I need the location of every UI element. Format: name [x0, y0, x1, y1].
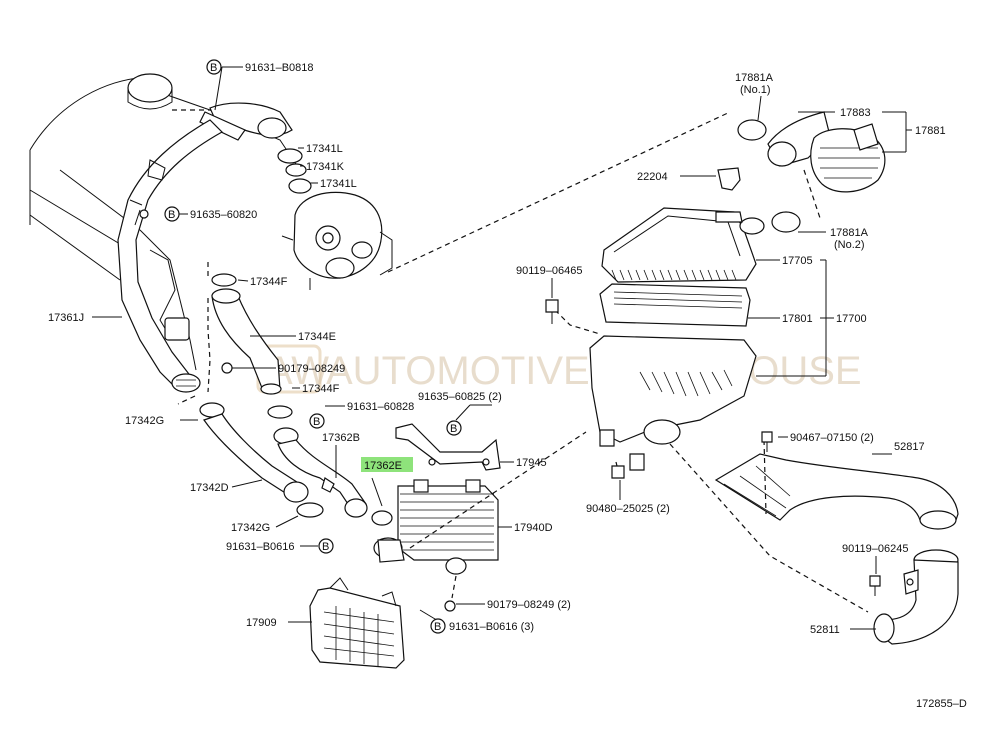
flow-meter-assembly	[717, 111, 886, 233]
dashed-leader-intercooler-to-case	[409, 431, 587, 549]
label-52817[interactable]: 52817	[894, 441, 925, 453]
leader-lines	[92, 66, 912, 630]
label-91635-60820[interactable]: 91635–60820	[190, 209, 257, 221]
label-91631-b0818[interactable]: 91631–B0818	[245, 62, 314, 74]
label-90179-08249[interactable]: 90179–08249	[278, 363, 345, 375]
bolt-b-symbol: B	[206, 59, 222, 75]
svg-text:B: B	[322, 541, 329, 553]
label-90179-08249-2[interactable]: 90179–08249 (2)	[487, 599, 571, 611]
label-17940d[interactable]: 17940D	[514, 522, 553, 534]
label-17344f-bottom[interactable]: 17344F	[302, 383, 340, 395]
label-17341l-bottom[interactable]: 17341L	[320, 178, 357, 190]
diagram-code: 172855–D	[916, 698, 967, 710]
label-17881a-no1-sub: (No.1)	[740, 84, 771, 96]
hose-17342d	[199, 402, 324, 518]
watermark: AW AUTOMOTIVE WAREHOUSE	[256, 344, 862, 394]
part-labels: 91631–B0818 17341L 17341K 17341L 91635–6…	[48, 62, 967, 710]
hose-17344e	[211, 273, 293, 419]
elbow-52811	[873, 549, 959, 645]
label-17881a-no2[interactable]: 17881A	[830, 227, 869, 239]
svg-text:B: B	[450, 423, 457, 435]
label-17362b[interactable]: 17362B	[322, 432, 360, 444]
intake-pipe-upper	[199, 102, 312, 194]
svg-text:B: B	[210, 62, 217, 74]
bolt-b-symbols: B B B B B B	[164, 59, 462, 634]
dashed-leader-left	[207, 262, 211, 393]
air-duct-17909	[309, 577, 405, 669]
label-17342d[interactable]: 17342D	[190, 482, 229, 494]
turbocharger-drawing	[281, 191, 393, 290]
label-17909[interactable]: 17909	[246, 617, 277, 629]
highlight-17362e	[361, 457, 413, 472]
bracket-17945	[395, 423, 501, 471]
intercooler-17940d	[373, 479, 499, 599]
label-17881a-no2-sub: (No.2)	[834, 239, 865, 251]
bolt-b-symbol: B	[309, 413, 325, 429]
label-91631-60828[interactable]: 91631–60828	[347, 401, 414, 413]
air-cleaner-case	[589, 335, 757, 471]
label-17881a-no1[interactable]: 17881A	[735, 72, 774, 84]
label-90480-25025[interactable]: 90480–25025 (2)	[586, 503, 670, 515]
hose-17362b	[273, 427, 393, 526]
label-17883[interactable]: 17883	[840, 107, 871, 119]
dashed-leader-screw-to-case	[554, 309, 601, 335]
bolt-b-symbol: B	[446, 420, 462, 436]
label-17344f-top[interactable]: 17344F	[250, 276, 288, 288]
svg-text:B: B	[434, 621, 441, 633]
label-17362e[interactable]: 17362E	[364, 460, 402, 472]
label-17342g-top[interactable]: 17342G	[125, 415, 164, 427]
bolt-b-symbol: B	[164, 206, 180, 222]
label-17881[interactable]: 17881	[915, 125, 946, 137]
bolt-b-symbol: B	[318, 538, 334, 554]
label-90467-07150[interactable]: 90467–07150 (2)	[790, 432, 874, 444]
label-17341l-top[interactable]: 17341L	[306, 143, 343, 155]
label-90119-06245[interactable]: 90119–06245	[842, 543, 908, 555]
svg-text:B: B	[168, 209, 175, 221]
label-52811[interactable]: 52811	[810, 624, 840, 636]
label-17801[interactable]: 17801	[782, 313, 813, 325]
label-17344e[interactable]: 17344E	[298, 331, 336, 343]
bolt-b-symbol: B	[430, 618, 446, 634]
air-cleaner-cap-17705	[601, 207, 765, 283]
label-17361j[interactable]: 17361J	[48, 312, 84, 324]
label-91635-60825[interactable]: 91635–60825 (2)	[418, 391, 502, 403]
label-22204[interactable]: 22204	[637, 171, 668, 183]
dashed-leader-clamp	[177, 395, 196, 405]
label-90119-06465[interactable]: 90119–06465	[516, 265, 582, 277]
label-17341k[interactable]: 17341K	[306, 161, 345, 173]
label-17342g-bottom[interactable]: 17342G	[231, 522, 270, 534]
dashed-leader-clamp-52817	[763, 439, 767, 515]
label-17705[interactable]: 17705	[782, 255, 813, 267]
svg-text:B: B	[313, 416, 320, 428]
filter-element-17801	[599, 283, 751, 327]
label-17700[interactable]: 17700	[836, 313, 867, 325]
engine-block-drawing	[29, 73, 301, 371]
long-intake-tube-17361j	[117, 119, 223, 393]
label-91631-b0616[interactable]: 91631–B0616	[226, 541, 295, 553]
dashed-leader-case-to-elbow	[669, 443, 869, 613]
outlet-hose-52817	[714, 453, 959, 530]
label-91631-b0616-3[interactable]: 91631–B0616 (3)	[449, 621, 534, 633]
label-17945[interactable]: 17945	[516, 457, 547, 469]
